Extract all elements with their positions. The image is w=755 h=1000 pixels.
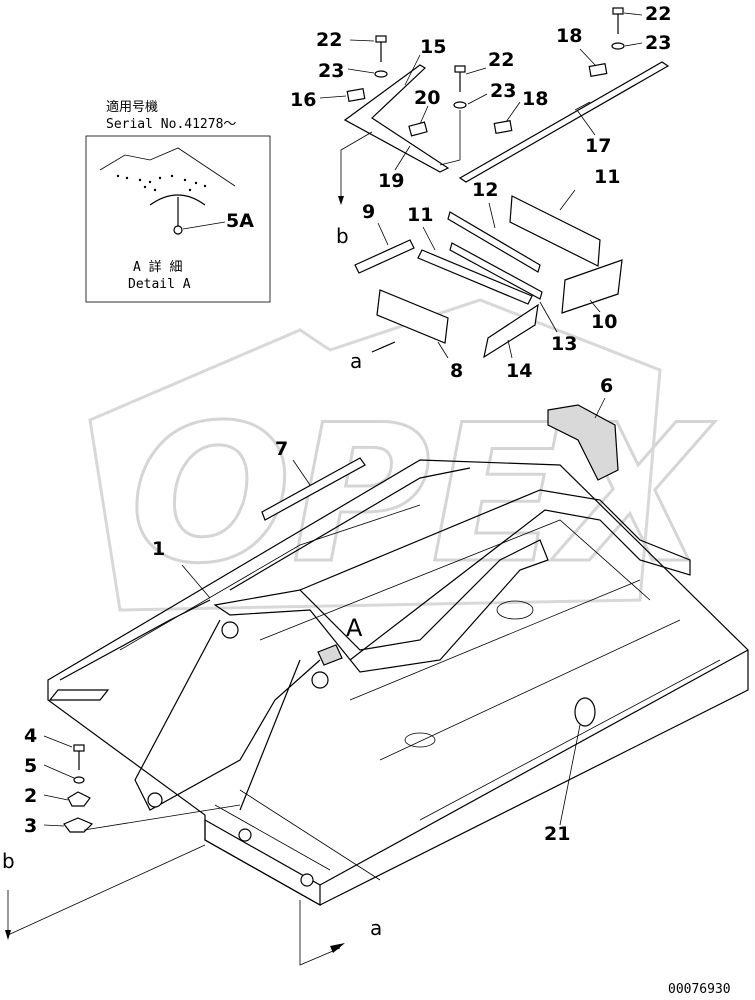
- callout-5: 5: [24, 755, 37, 777]
- callout-23c: 23: [645, 32, 671, 54]
- view-arrow-a-upper: [371, 341, 396, 353]
- washer-23-right: [611, 42, 625, 50]
- callout-6: 6: [600, 375, 613, 397]
- view-letter-a-lower: a: [370, 916, 382, 940]
- leader-lines-upper: [319, 12, 643, 205]
- drawing-number: 00076930: [668, 982, 731, 997]
- callout-18a: 18: [556, 25, 582, 47]
- bracket-6: [547, 397, 619, 481]
- callout-14: 14: [506, 360, 532, 382]
- callout-19: 19: [378, 170, 404, 192]
- leader-21: [559, 724, 581, 826]
- callout-13: 13: [551, 333, 577, 355]
- view-letter-b-lower: b: [2, 849, 15, 873]
- callout-5a: 5A: [226, 210, 254, 232]
- bolt-22-right: [612, 7, 624, 34]
- callout-12: 12: [472, 179, 498, 201]
- callout-8: 8: [450, 360, 463, 382]
- callout-3: 3: [24, 815, 37, 837]
- cover-plate-19: [343, 64, 450, 173]
- plug-21: [574, 697, 596, 727]
- callout-7: 7: [275, 438, 288, 460]
- callout-22b: 22: [488, 49, 514, 71]
- pad-16: [346, 87, 366, 103]
- view-letter-a-upper: a: [350, 349, 362, 373]
- callout-16: 16: [290, 89, 316, 111]
- cover-plate-17: [458, 61, 670, 183]
- view-arrows-lower: [5, 844, 345, 966]
- callout-11a: 11: [407, 204, 433, 226]
- callout-20: 20: [414, 87, 440, 109]
- callout-17: 17: [585, 135, 611, 157]
- bolt-22-mid: [454, 65, 466, 92]
- detail-a-box: 適用号機 Serial No.41278～ 5A A 詳 細 Detail A: [85, 99, 271, 303]
- callout-22a: 22: [316, 29, 342, 51]
- callout-23b: 23: [490, 80, 516, 102]
- detail-serial-label: Serial No.41278～: [106, 117, 236, 132]
- view-letter-b-upper: b: [336, 224, 349, 248]
- leader-lines-bars: [377, 189, 601, 359]
- strip-7: [261, 457, 366, 521]
- callout-9: 9: [362, 201, 375, 223]
- callout-22c: 22: [645, 3, 671, 25]
- bars-group: [354, 195, 623, 359]
- callout-1: 1: [152, 538, 165, 560]
- washer-23-mid: [453, 101, 467, 109]
- callouts: 22 23 15 22 23 16 20 18 18 22 23 17 19 1…: [24, 3, 671, 845]
- detail-jp-title: A 詳 細: [133, 259, 182, 275]
- pad-18-top: [588, 62, 608, 78]
- bolt-22-left: [349, 35, 387, 62]
- main-frame: [47, 459, 749, 907]
- pad-18: [493, 119, 513, 135]
- callout-15: 15: [420, 36, 446, 58]
- callout-10: 10: [591, 311, 617, 333]
- watermark: OPEX: [88, 298, 717, 612]
- callout-21: 21: [544, 823, 570, 845]
- detail-applicable-label: 適用号機: [106, 99, 158, 115]
- detail-title: Detail A: [128, 277, 191, 292]
- fastener-set: [43, 735, 241, 833]
- callout-11b: 11: [594, 166, 620, 188]
- callout-23a: 23: [318, 60, 344, 82]
- detail-frame: [85, 135, 271, 303]
- callout-18b: 18: [522, 88, 548, 110]
- watermark-text: OPEX: [130, 384, 716, 605]
- view-letter-A: A: [346, 614, 363, 642]
- washer-23-left: [374, 70, 388, 78]
- callout-4: 4: [24, 725, 37, 747]
- callout-2: 2: [24, 785, 37, 807]
